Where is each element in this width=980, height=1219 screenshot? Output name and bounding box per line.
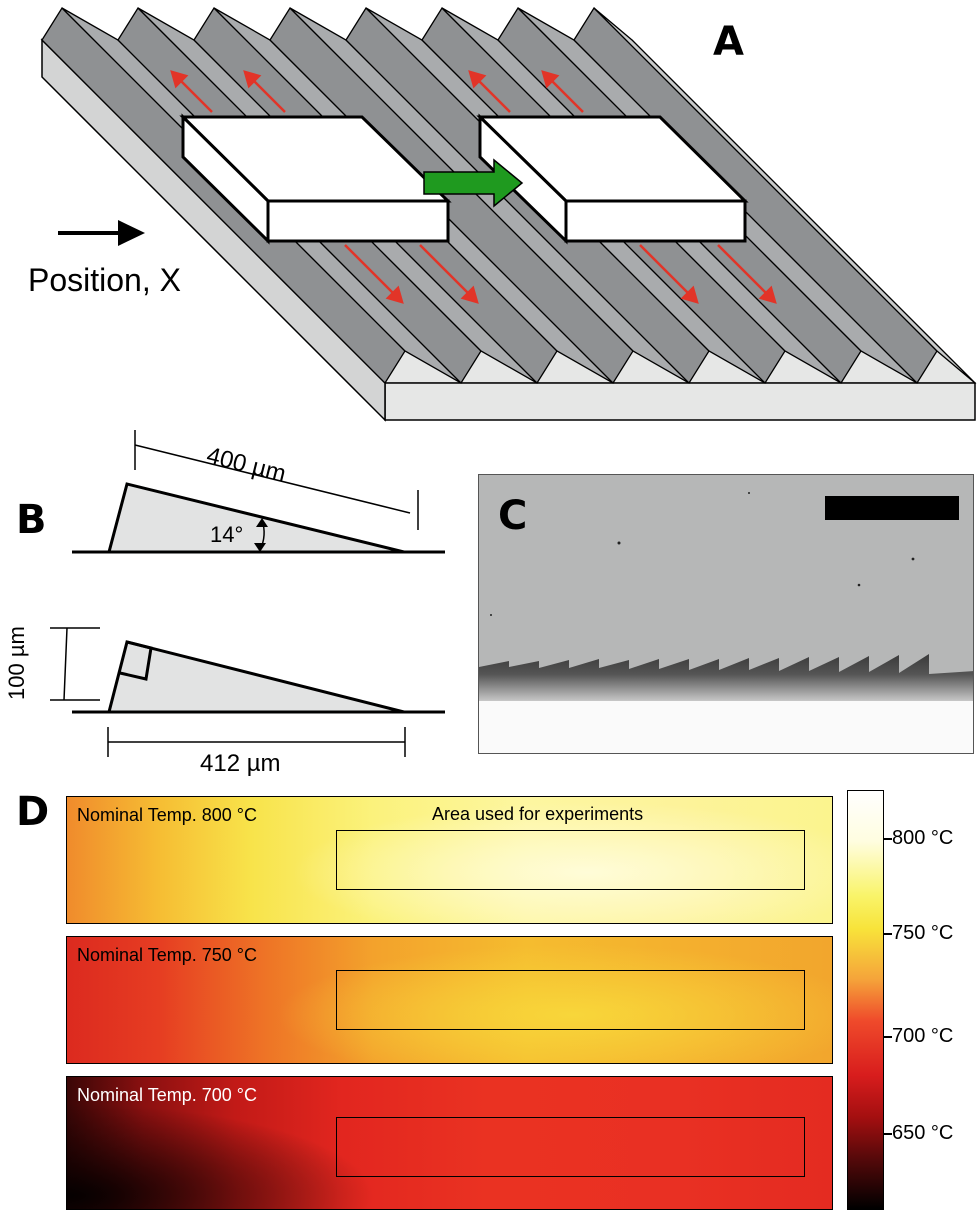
heatmap-700-title: Nominal Temp. 700 °C (77, 1085, 257, 1105)
colorbar-label-800: 800 °C (892, 827, 954, 849)
droplet-block-1 (179, 113, 452, 245)
green-motion-arrow (423, 158, 524, 208)
heatmap-800-title: Nominal Temp. 800 °C (77, 805, 257, 825)
panel-d-letter: D (16, 789, 50, 835)
colorbar-tick-750 (884, 933, 892, 935)
micrograph (478, 474, 974, 754)
colorbar-tick-650 (884, 1133, 892, 1135)
substrate-front (384, 382, 976, 421)
panel-a-ratchet-diagram (40, 6, 977, 422)
scale-bar (825, 496, 959, 520)
dim-400-label: 400 µm (203, 442, 289, 488)
colorbar-label-650: 650 °C (892, 1122, 954, 1144)
micrograph-profile (479, 475, 973, 753)
droplet-block-2 (476, 113, 749, 245)
colorbar-tick-700 (884, 1036, 892, 1038)
area-label: Area used for experiments (432, 804, 644, 824)
position-arrow (58, 220, 145, 246)
dim-412-label: 412 µm (200, 750, 281, 777)
angle-label: 14° (210, 522, 244, 547)
colorbar-label-700: 700 °C (892, 1025, 954, 1047)
dim-100-label: 100 µm (4, 626, 29, 700)
colorbar-tick-800 (884, 838, 892, 840)
heatmap-750: Nominal Temp. 750 °C (66, 936, 833, 1064)
colorbar-label-750: 750 °C (892, 922, 954, 944)
heatmap-800: Nominal Temp. 800 °C Area used for exper… (66, 796, 833, 924)
heatmap-700: Nominal Temp. 700 °C (66, 1076, 833, 1210)
temperature-colorbar (847, 790, 884, 1210)
position-axis-label: Position, X (28, 262, 181, 298)
panel-b-letter: B (16, 497, 47, 543)
experiment-area-box-750 (336, 970, 805, 1030)
panel-c-letter: C (498, 493, 528, 539)
experiment-area-box-700 (336, 1117, 805, 1177)
red-flow-arrows (170, 70, 777, 304)
heatmap-750-title: Nominal Temp. 750 °C (77, 945, 257, 965)
experiment-area-box-800 (336, 830, 805, 890)
panel-a-letter: A (713, 19, 744, 65)
